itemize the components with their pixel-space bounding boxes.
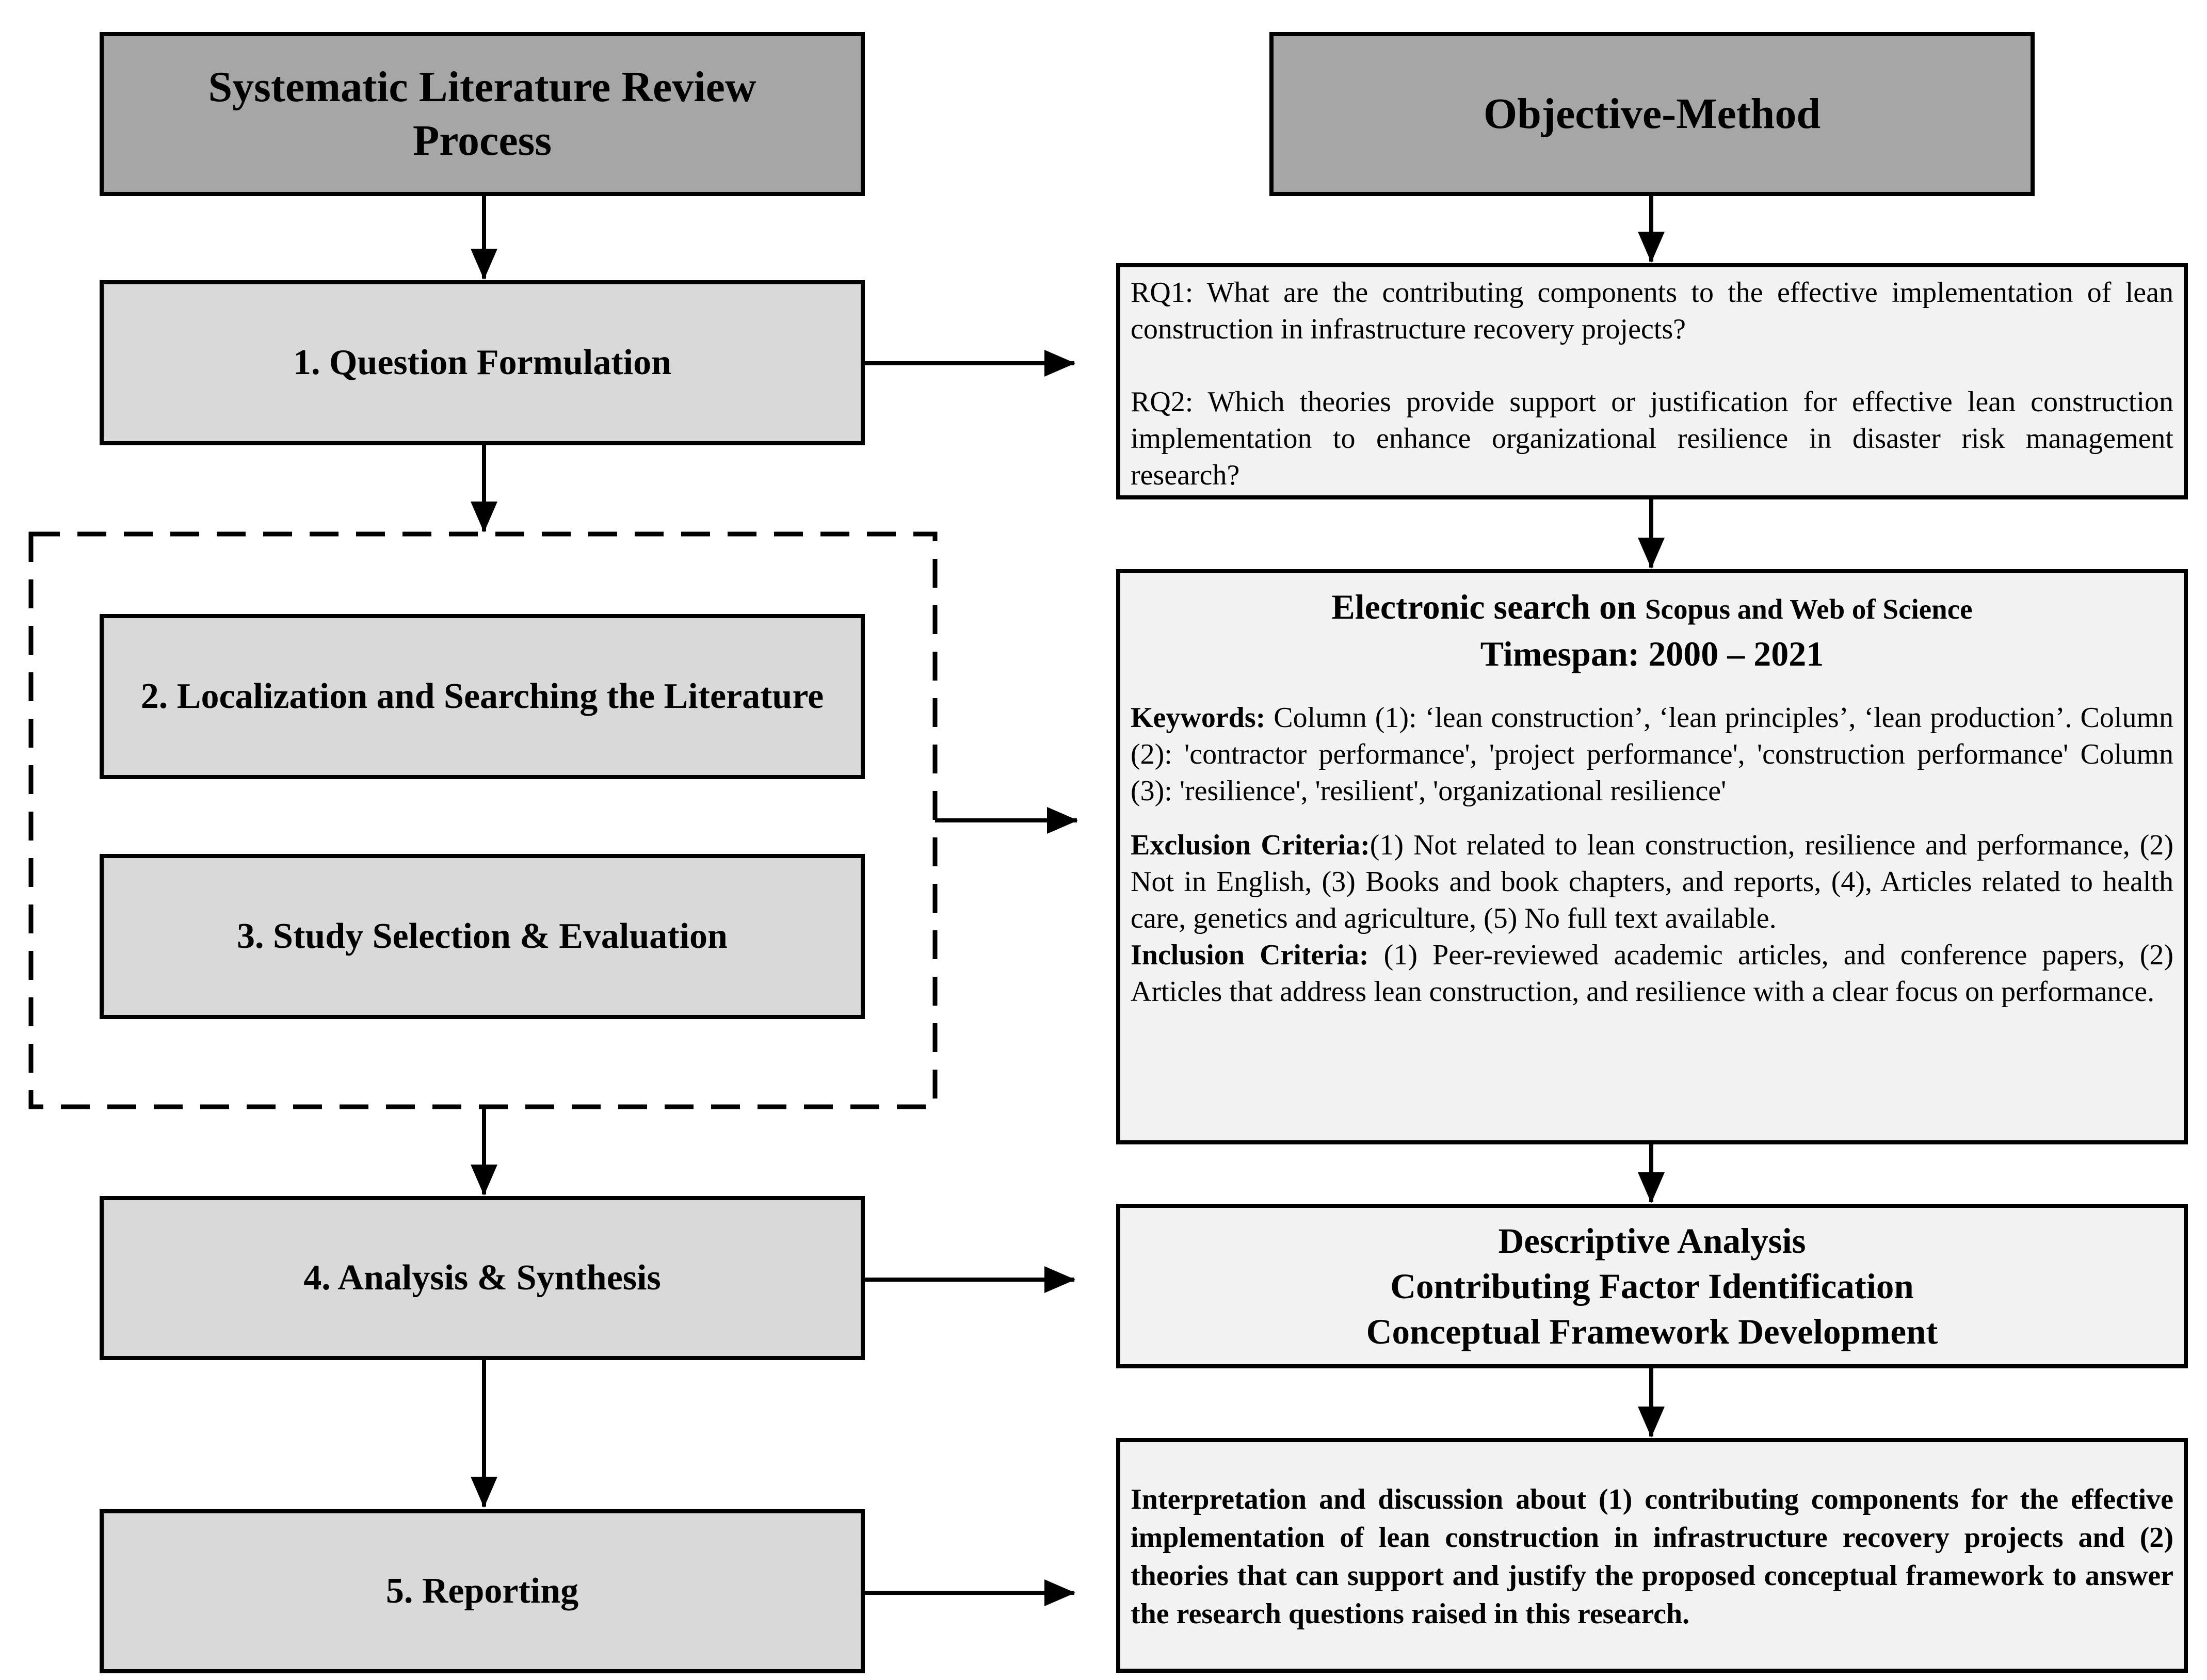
exclusion-text: (1) Not related to lean construction, re… — [1131, 829, 2174, 934]
step-label: 1. Question Formulation — [293, 343, 672, 382]
exclusion-paragraph: Exclusion Criteria:(1) Not related to le… — [1131, 827, 2173, 937]
objective-method-header: Objective-Method — [1269, 32, 2035, 196]
step-reporting: 5. Reporting — [100, 1509, 865, 1673]
keywords-label: Keywords: — [1131, 702, 1266, 734]
search-selection-group — [28, 531, 938, 1109]
step-label: 5. Reporting — [385, 1571, 579, 1611]
step-question-formulation: 1. Question Formulation — [100, 280, 865, 445]
rq2-text: RQ2: Which theories provide support or j… — [1131, 386, 2173, 491]
search-title-main: Electronic search on — [1331, 587, 1636, 626]
analysis-line-descriptive: Descriptive Analysis — [1498, 1221, 1806, 1261]
step-label: 2. Localization and Searching the Litera… — [140, 676, 824, 716]
search-databases: Scopus and Web of Science — [1645, 593, 1973, 625]
exclusion-label: Exclusion Criteria: — [1131, 829, 1370, 861]
inclusion-text: (1) Peer-reviewed academic articles, and… — [1131, 939, 2174, 1008]
keywords-text: Column (1): ‘lean construction’, ‘lean p… — [1131, 702, 2173, 807]
step-label: 4. Analysis & Synthesis — [303, 1258, 661, 1298]
slr-process-header-label: Systematic Literature Review Process — [208, 63, 756, 165]
step-label: 3. Study Selection & Evaluation — [237, 916, 728, 956]
reporting-text: Interpretation and discussion about (1) … — [1131, 1483, 2173, 1630]
analysis-line-factors: Contributing Factor Identification — [1390, 1267, 1914, 1306]
reporting-box: Interpretation and discussion about (1) … — [1116, 1438, 2188, 1673]
analysis-line-framework: Conceptual Framework Development — [1366, 1312, 1938, 1351]
step-localization-searching: 2. Localization and Searching the Litera… — [100, 614, 865, 779]
keywords-paragraph: Keywords: Column (1): ‘lean construction… — [1131, 700, 2173, 810]
research-questions-box: RQ1: What are the contributing component… — [1116, 263, 2188, 499]
slr-process-header: Systematic Literature Review Process — [100, 32, 865, 196]
inclusion-label: Inclusion Criteria: — [1131, 939, 1369, 971]
step-analysis-synthesis: 4. Analysis & Synthesis — [100, 1196, 865, 1360]
electronic-search-box: Electronic search on Scopus and Web of S… — [1116, 569, 2188, 1144]
objective-method-header-label: Objective-Method — [1483, 90, 1821, 138]
search-timespan: Timespan: 2000 – 2021 — [1480, 634, 1824, 673]
step-study-selection: 3. Study Selection & Evaluation — [100, 854, 865, 1019]
search-title: Electronic search on Scopus and Web of S… — [1131, 585, 2173, 632]
inclusion-paragraph: Inclusion Criteria: (1) Peer-reviewed ac… — [1131, 937, 2173, 1010]
rq1-text: RQ1: What are the contributing component… — [1131, 277, 2173, 345]
analysis-box: Descriptive Analysis Contributing Factor… — [1116, 1204, 2188, 1368]
